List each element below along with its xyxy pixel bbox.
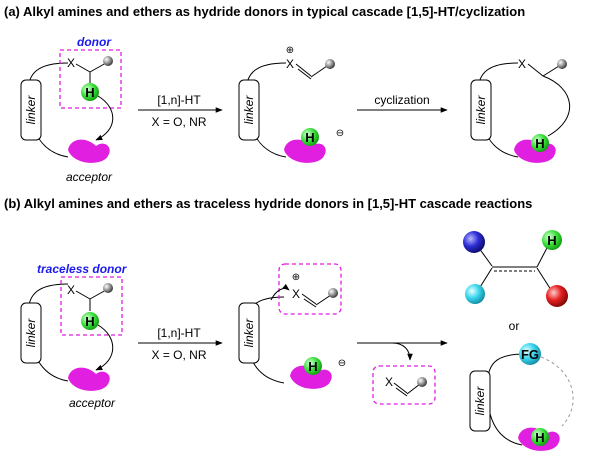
a1-donor-label: donor bbox=[77, 35, 112, 49]
b2-atom-x: X bbox=[292, 287, 300, 301]
a2-linker-label: linker bbox=[242, 95, 256, 125]
b3-red-ball bbox=[546, 285, 568, 307]
b2-iminium-box bbox=[278, 263, 342, 315]
b2-minus: ⊖ bbox=[338, 358, 346, 369]
a1-linker-label: linker bbox=[24, 95, 38, 125]
b3-fg-ball bbox=[519, 343, 541, 365]
b3-ring-hydride-label: H bbox=[535, 430, 544, 445]
b2-linker-label: linker bbox=[242, 318, 256, 348]
a1-donor-box bbox=[59, 49, 122, 109]
a1-gray-ball bbox=[103, 56, 113, 66]
a1-linker-box bbox=[20, 79, 42, 141]
b2-plus: ⊕ bbox=[292, 272, 300, 283]
a2-plus: ⊕ bbox=[286, 45, 294, 56]
a1-atom-x: X bbox=[67, 56, 75, 70]
b3-ring: linker FG H bbox=[469, 343, 574, 451]
b3-alkene: H bbox=[463, 230, 568, 307]
a-step2-top: cyclization bbox=[374, 93, 429, 107]
a2-atom-x: X bbox=[286, 57, 294, 71]
b-or-label: or bbox=[509, 319, 520, 333]
b-expelled-fragment: X bbox=[372, 365, 436, 405]
a1-structure: linker donor X H acceptor bbox=[20, 35, 122, 184]
a3-atom-x: X bbox=[518, 57, 526, 71]
b-branch-arrow bbox=[391, 342, 413, 361]
a3-hydride-label: H bbox=[535, 136, 544, 151]
b3-linker-label: linker bbox=[473, 386, 487, 416]
a3-structure: linker X H bbox=[470, 57, 571, 163]
a2-structure: linker ⊕ X H ⊖ bbox=[238, 45, 344, 163]
b-step1-bottom: X = O, NR bbox=[151, 348, 206, 362]
panel-a-title: (a) Alkyl amines and ethers as hydride d… bbox=[4, 4, 525, 19]
a-step1-top: [1,n]-HT bbox=[157, 93, 201, 107]
b1-acceptor-pacman bbox=[68, 367, 110, 391]
b2-acceptor-pacman bbox=[290, 365, 332, 389]
a1-acceptor-pacman bbox=[68, 139, 110, 163]
b-step1-top: [1,n]-HT bbox=[157, 326, 201, 340]
b1-donor-label: traceless donor bbox=[37, 262, 128, 276]
b3-dashed-bond bbox=[540, 356, 574, 427]
b3-blue-ball bbox=[463, 231, 485, 253]
b1-donor-box bbox=[60, 276, 123, 336]
a1-hydride-label: H bbox=[85, 85, 94, 100]
b1-atom-x: X bbox=[67, 283, 75, 297]
b2-curved-arrow bbox=[270, 283, 290, 301]
b3-hydride-ball bbox=[542, 230, 562, 250]
b1-structure: linker traceless donor X H acceptor bbox=[20, 262, 128, 410]
a1-hydride-ball bbox=[81, 83, 99, 101]
a2-minus: ⊖ bbox=[336, 128, 344, 139]
a1-acceptor-label: acceptor bbox=[66, 170, 113, 184]
b1-acceptor-label: acceptor bbox=[69, 396, 116, 410]
a2-acceptor-pacman bbox=[284, 139, 326, 163]
a3-linker-label: linker bbox=[474, 95, 488, 125]
a2-hydride-label: H bbox=[305, 130, 314, 145]
panel-b-title: (b) Alkyl amines and ethers as traceless… bbox=[4, 196, 532, 211]
b2-structure: linker ⊕ X H ⊖ bbox=[238, 263, 346, 389]
b-fragment-atom-x: X bbox=[385, 375, 393, 389]
a-step1-bottom: X = O, NR bbox=[151, 115, 206, 129]
a1-transfer-arrow bbox=[95, 95, 114, 141]
b2-hydride-label: H bbox=[308, 359, 317, 374]
b3-hydride-label: H bbox=[547, 233, 556, 248]
b3-fg-label: FG bbox=[521, 347, 539, 362]
b1-hydride-label: H bbox=[85, 314, 94, 329]
b1-linker-label: linker bbox=[24, 318, 38, 348]
b-fragment-box bbox=[372, 365, 436, 405]
b3-cyan-ball bbox=[465, 284, 485, 304]
